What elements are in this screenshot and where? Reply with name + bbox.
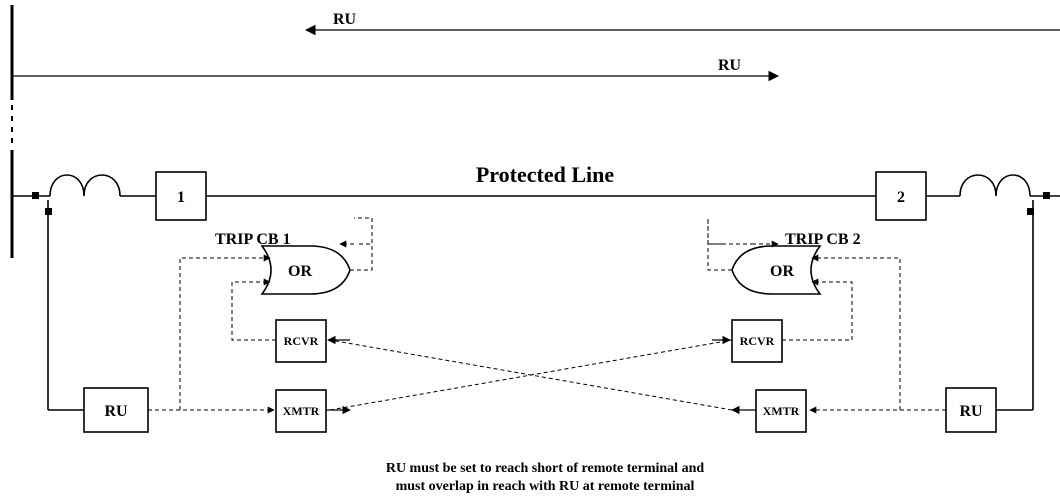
- xmtr-right-label: XMTR: [763, 404, 800, 418]
- xmtr-left: [275, 389, 327, 433]
- relay-left-to-or: [179, 254, 271, 410]
- breaker-2: [875, 171, 927, 221]
- or-left-to-trip: [350, 217, 373, 271]
- rcvr-left: [275, 319, 327, 363]
- rcvr-right: [731, 319, 783, 363]
- left-ct-icon: [49, 174, 121, 197]
- relay-ru-left-label: RU: [104, 403, 128, 420]
- trip-cb1-label: TRIP CB 1: [215, 231, 291, 248]
- rcvr-right-to-or: [782, 278, 853, 341]
- or-gate-right: [731, 245, 822, 295]
- relay-ru-right-label: RU: [959, 403, 983, 420]
- reach-top-label: RU: [333, 11, 357, 28]
- relay-ru-right: [945, 387, 997, 433]
- relay-right-to-or: [811, 254, 901, 410]
- or-gate-left-label: OR: [288, 263, 312, 280]
- rcvr-left-to-or: [231, 278, 276, 341]
- caption-line-1: RU must be set to reach short of remote …: [386, 461, 705, 476]
- rcvr-left-label: RCVR: [284, 334, 319, 348]
- or-right-trip-riser: [707, 218, 732, 271]
- breaker-1: [155, 171, 207, 221]
- protected-line-label: Protected Line: [476, 162, 615, 187]
- xmtr-right: [755, 389, 807, 433]
- breaker-2-label: 2: [897, 189, 905, 206]
- or-gate-right-label: OR: [770, 263, 794, 280]
- breaker-1-label: 1: [177, 189, 185, 206]
- caption-line-2: must overlap in reach with RU at remote …: [396, 479, 695, 494]
- comm-right-xmtr-to-left-rcvr: [329, 339, 733, 411]
- trip-cb2-label: TRIP CB 2: [785, 231, 861, 248]
- left-ct-terminal: [32, 192, 39, 199]
- or-gate-left: [260, 245, 351, 295]
- right-ct-tap: [1027, 208, 1034, 215]
- or-left-trip-riser: [356, 218, 373, 245]
- rcvr-right-label: RCVR: [740, 334, 775, 348]
- reach-bottom-label: RU: [718, 57, 742, 74]
- right-ct-terminal: [1043, 192, 1050, 199]
- xmtr-left-label: XMTR: [283, 404, 320, 418]
- right-ct-icon: [959, 174, 1031, 197]
- relay-ru-left: [83, 387, 149, 433]
